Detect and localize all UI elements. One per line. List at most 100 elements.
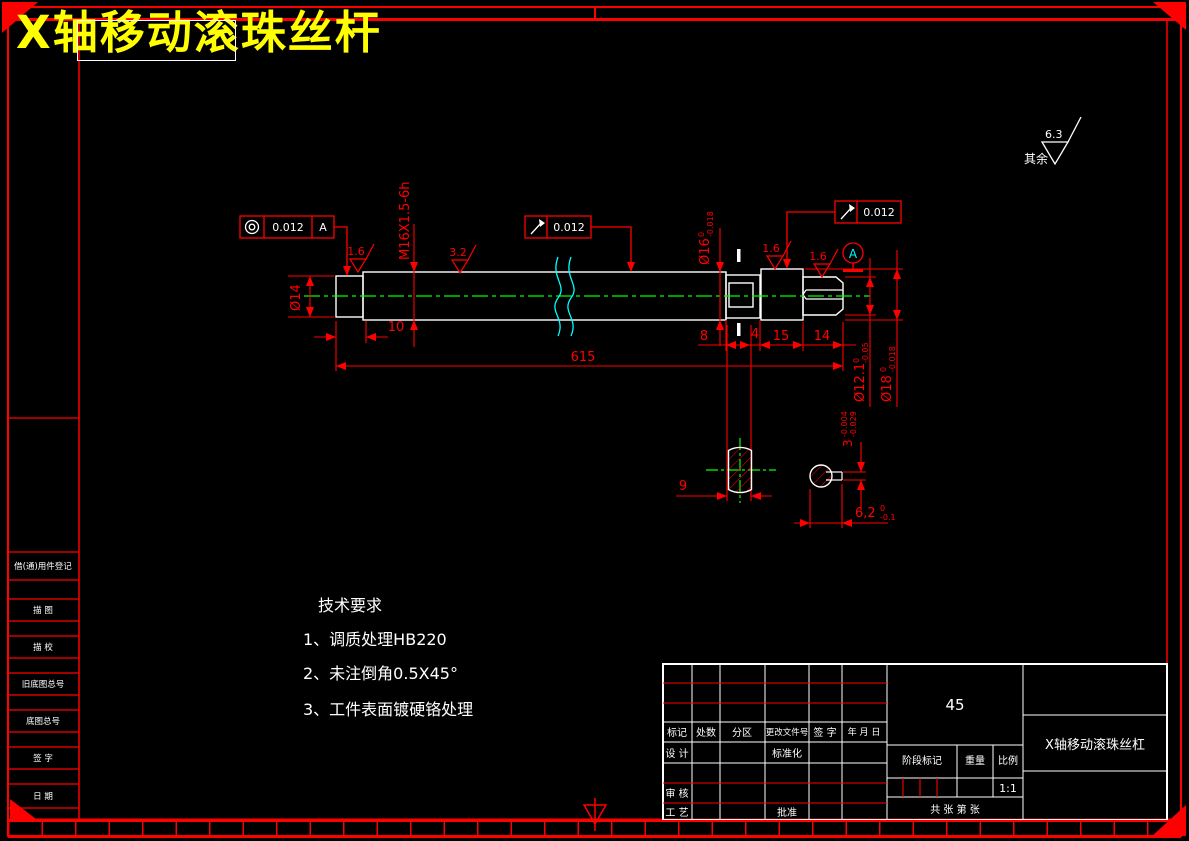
tb-label-qianzi: 签 字 [813,726,836,739]
datum-a-symbol: A [842,242,864,272]
default-roughness-prefix: 其余 [1024,151,1048,166]
default-roughness-value: 6.3 [1045,128,1063,141]
sidebar-row-label: 日 期 [33,792,53,802]
tb-label-zhongliang: 重量 [965,754,985,767]
roughness-3 [765,240,792,271]
svg-text:0: 0 [880,504,885,513]
svg-text:-0.029: -0.029 [849,411,858,437]
sidebar-row-label: 旧底图总号 [22,679,65,690]
svg-text:-0.05: -0.05 [861,342,870,363]
roughness-4 [812,248,839,279]
sidebar-row-label: 描 图 [33,605,53,616]
section-flats-view [727,446,753,494]
roughness-3-value: 1.6 [762,242,780,255]
shaft-end-journal [802,276,844,316]
roughness-2-value: 3.2 [449,246,467,259]
svg-text:Ø16: Ø16 [698,238,713,265]
tb-label-fenqu: 分区 [732,727,752,739]
dim-d14: Ø14 [289,284,304,311]
tb-label-jieduan: 阶段标记 [902,754,942,767]
dim-len10: 10 [388,320,405,335]
datum-a-label: A [849,247,858,261]
border-ruler-strip [8,820,1181,838]
gtol-runout-frame-right [783,200,902,269]
dim-thread: M16X1.5-6h [398,181,413,260]
break-lines [554,256,575,337]
tb-scale-value: 1:1 [999,782,1017,795]
tb-label-biaozhunhua: 标准化 [772,747,802,760]
title-highlight-box [77,20,236,61]
tb-sheets: 共 张 第 张 [930,803,980,816]
gtol3-value: 0.012 [863,206,895,219]
svg-text:6,2: 6,2 [855,506,876,521]
corner-triangle-top-right [1153,2,1186,30]
tb-label-genggai: 更改文件号 [766,727,809,738]
sidebar-row-label: 底图总号 [26,716,60,727]
shaft-flat-square [728,282,754,308]
dim-key-h3: 3 -0.004 -0.029 [840,411,858,447]
section-cut-marks [737,249,741,336]
dim-len14: 14 [814,329,831,344]
svg-text:3: 3 [841,439,855,447]
section-views [727,446,843,494]
default-roughness: 其余 6.3 [1024,116,1082,166]
svg-text:Ø18: Ø18 [880,375,895,402]
svg-text:-0.018: -0.018 [706,211,715,237]
tech-requirements-heading: 技术要求 [318,596,383,615]
tb-label-chushu: 处数 [696,726,716,739]
dimension-arrows [306,262,901,527]
sidebar-row-label: 描 校 [33,642,53,653]
concentricity-icon [244,219,260,235]
dimensions: M16X1.5-6h Ø14 Ø16 0 -0.018 10 615 8 4 1… [288,181,903,528]
svg-text:-0.018: -0.018 [888,346,897,372]
dim-d18: Ø18 0 -0.018 [879,346,897,402]
gtol-frames: 0.012 A 0.012 0.012 A [239,200,902,276]
gtol2-value: 0.012 [553,221,585,234]
svg-text:0: 0 [852,358,861,363]
svg-text:0: 0 [879,367,888,372]
dim-len4: 4 [751,327,759,342]
svg-text:-0.004: -0.004 [840,411,849,437]
tb-label-biaoji: 标记 [667,727,687,739]
roughness-1 [348,243,375,274]
sidebar: 借(通)用件登记 描 图 描 校 旧底图总号 底图总号 签 字 日 期 [8,417,79,809]
dim-d16: Ø16 0 -0.018 [697,211,715,265]
dim-d12-1: Ø12.1 0 -0.05 [852,342,870,402]
title-block: 标记 处数 分区 更改文件号 签 字 年 月 日 设 计 标准化 审 核 工 艺… [662,663,1168,821]
tb-label-pizhun: 批准 [777,806,797,819]
drawing-title: X轴移动滚珠丝杆 [16,6,382,59]
sidebar-row-label: 借(通)用件登记 [14,561,72,572]
dim-len15: 15 [773,329,790,344]
sidebar-row-label: 签 字 [33,753,53,764]
tech-requirement-item: 2、未注倒角0.5X45° [303,664,458,683]
keyway-slot [802,289,843,300]
roughness-marks [348,240,839,279]
svg-text:-0.1: -0.1 [880,513,896,522]
tb-label-sheji: 设 计 [665,747,688,760]
svg-text:Ø12.1: Ø12.1 [853,363,868,402]
roughness-1-value: 1.6 [347,245,365,258]
svg-text:0: 0 [697,232,706,237]
gtol1-datum: A [319,221,327,234]
tb-label-gongyi: 工 艺 [665,807,688,819]
tb-material: 45 [945,696,964,714]
tb-label-bili: 比例 [998,754,1018,767]
shaft-d18-collar [760,268,804,321]
dim-sec-w9: 9 [679,479,687,494]
tb-label-riqi: 年 月 日 [848,726,881,738]
gtol-runout-frame-mid [524,215,635,272]
tb-part-name: X轴移动滚珠丝杠 [1045,737,1145,753]
corner-triangle-top-left [2,2,38,33]
gtol1-value: 0.012 [272,221,304,234]
section-keyway [826,471,843,481]
tb-label-shenhe: 审 核 [665,787,688,800]
section-key-view [809,464,833,488]
tech-requirement-item: 1、调质处理HB220 [303,630,447,649]
dim-len8: 8 [700,329,708,344]
dim-len615: 615 [571,350,596,365]
gtol-concentricity-frame [239,215,351,276]
